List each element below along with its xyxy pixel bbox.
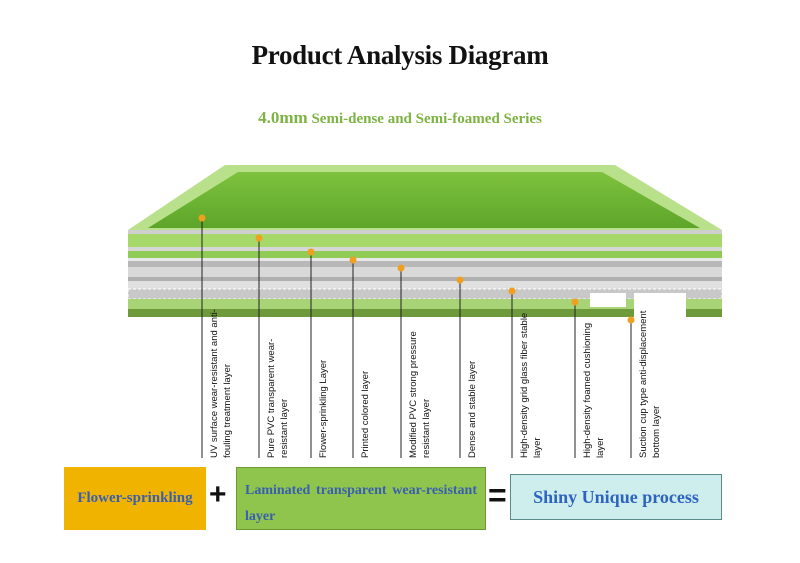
layer-pvc-line <box>128 277 722 281</box>
series-label: Semi-dense and Semi-foamed Series <box>311 111 542 127</box>
plus-sign: + <box>209 478 227 511</box>
layer-marker <box>397 264 405 272</box>
layer-label-dense: Dense and stable layer <box>467 360 478 458</box>
layer-bottom <box>128 309 722 317</box>
layer-marker <box>508 287 516 295</box>
layer-label-transparent: Pure PVC transparent wear-resistant laye… <box>266 338 290 458</box>
layer-marker <box>349 256 357 264</box>
layer-label-uv: UV surface wear-resistant and anti-fouli… <box>209 309 233 458</box>
layer-printed-band <box>128 258 722 261</box>
layer-marker <box>307 248 315 256</box>
flower-sprinkling-box: Flower-sprinkling <box>64 467 206 530</box>
layer-glass-fiber <box>127 288 723 300</box>
layer-pvc <box>128 267 722 277</box>
page-title: Product Analysis Diagram <box>251 40 549 70</box>
series-subtitle: 4.0mm Semi-dense and Semi-foamed Series <box>0 108 800 128</box>
equals-sign: = <box>488 477 507 513</box>
layer-label-pvc: Modified PVC strong pressure resistant l… <box>408 331 432 458</box>
layer-foam <box>128 299 722 309</box>
laminated-layer-box: Laminated transparent wear-resistant lay… <box>236 467 486 530</box>
layer-marker <box>255 234 263 242</box>
layer-transparent-band <box>128 230 722 234</box>
layer-green-carpet <box>148 172 700 228</box>
leader-lines <box>201 218 632 458</box>
layer-flower-band <box>128 247 722 251</box>
layer-label-flower: Flower-sprinkling Layer <box>318 359 329 458</box>
layer-marker <box>571 298 579 306</box>
result-box: Shiny Unique process <box>510 474 722 520</box>
layer-label-foam: High-density foamed cushioning layer <box>582 322 606 458</box>
layer-dense <box>128 281 722 289</box>
layer-printed <box>128 261 722 267</box>
layer-marker <box>456 276 464 284</box>
layer-label-bottom: Suction cup type anti-displacement botto… <box>638 310 662 458</box>
layer-marker <box>198 214 206 222</box>
thickness-label: 4.0mm <box>258 108 308 127</box>
layer-transparent <box>128 234 722 247</box>
label-cutout-1 <box>590 293 626 307</box>
label-cutout-2 <box>634 293 686 317</box>
layer-label-glass-fiber: High-density grid glass fiber stable lay… <box>519 312 543 458</box>
layer-marker <box>627 316 635 324</box>
layer-flower-sprinkling <box>128 251 722 258</box>
layer-label-printed: Printed colored layer <box>360 370 371 458</box>
layer-markers <box>198 214 635 324</box>
